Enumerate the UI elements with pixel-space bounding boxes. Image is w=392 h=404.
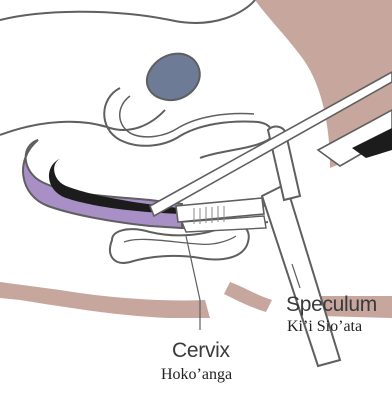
speculum-label: Speculum: [286, 293, 377, 317]
cervix-label: Cervix: [172, 339, 230, 363]
urethra-inner: [120, 96, 254, 137]
body-outline: [0, 0, 255, 23]
bladder: [147, 54, 200, 100]
uterus: [23, 140, 182, 228]
cervix-tongan-label: Hoko’anga: [161, 366, 232, 384]
speculum-tongan-label: Ki’i Sio’ata: [287, 318, 362, 336]
spine-outline: [0, 110, 165, 135]
